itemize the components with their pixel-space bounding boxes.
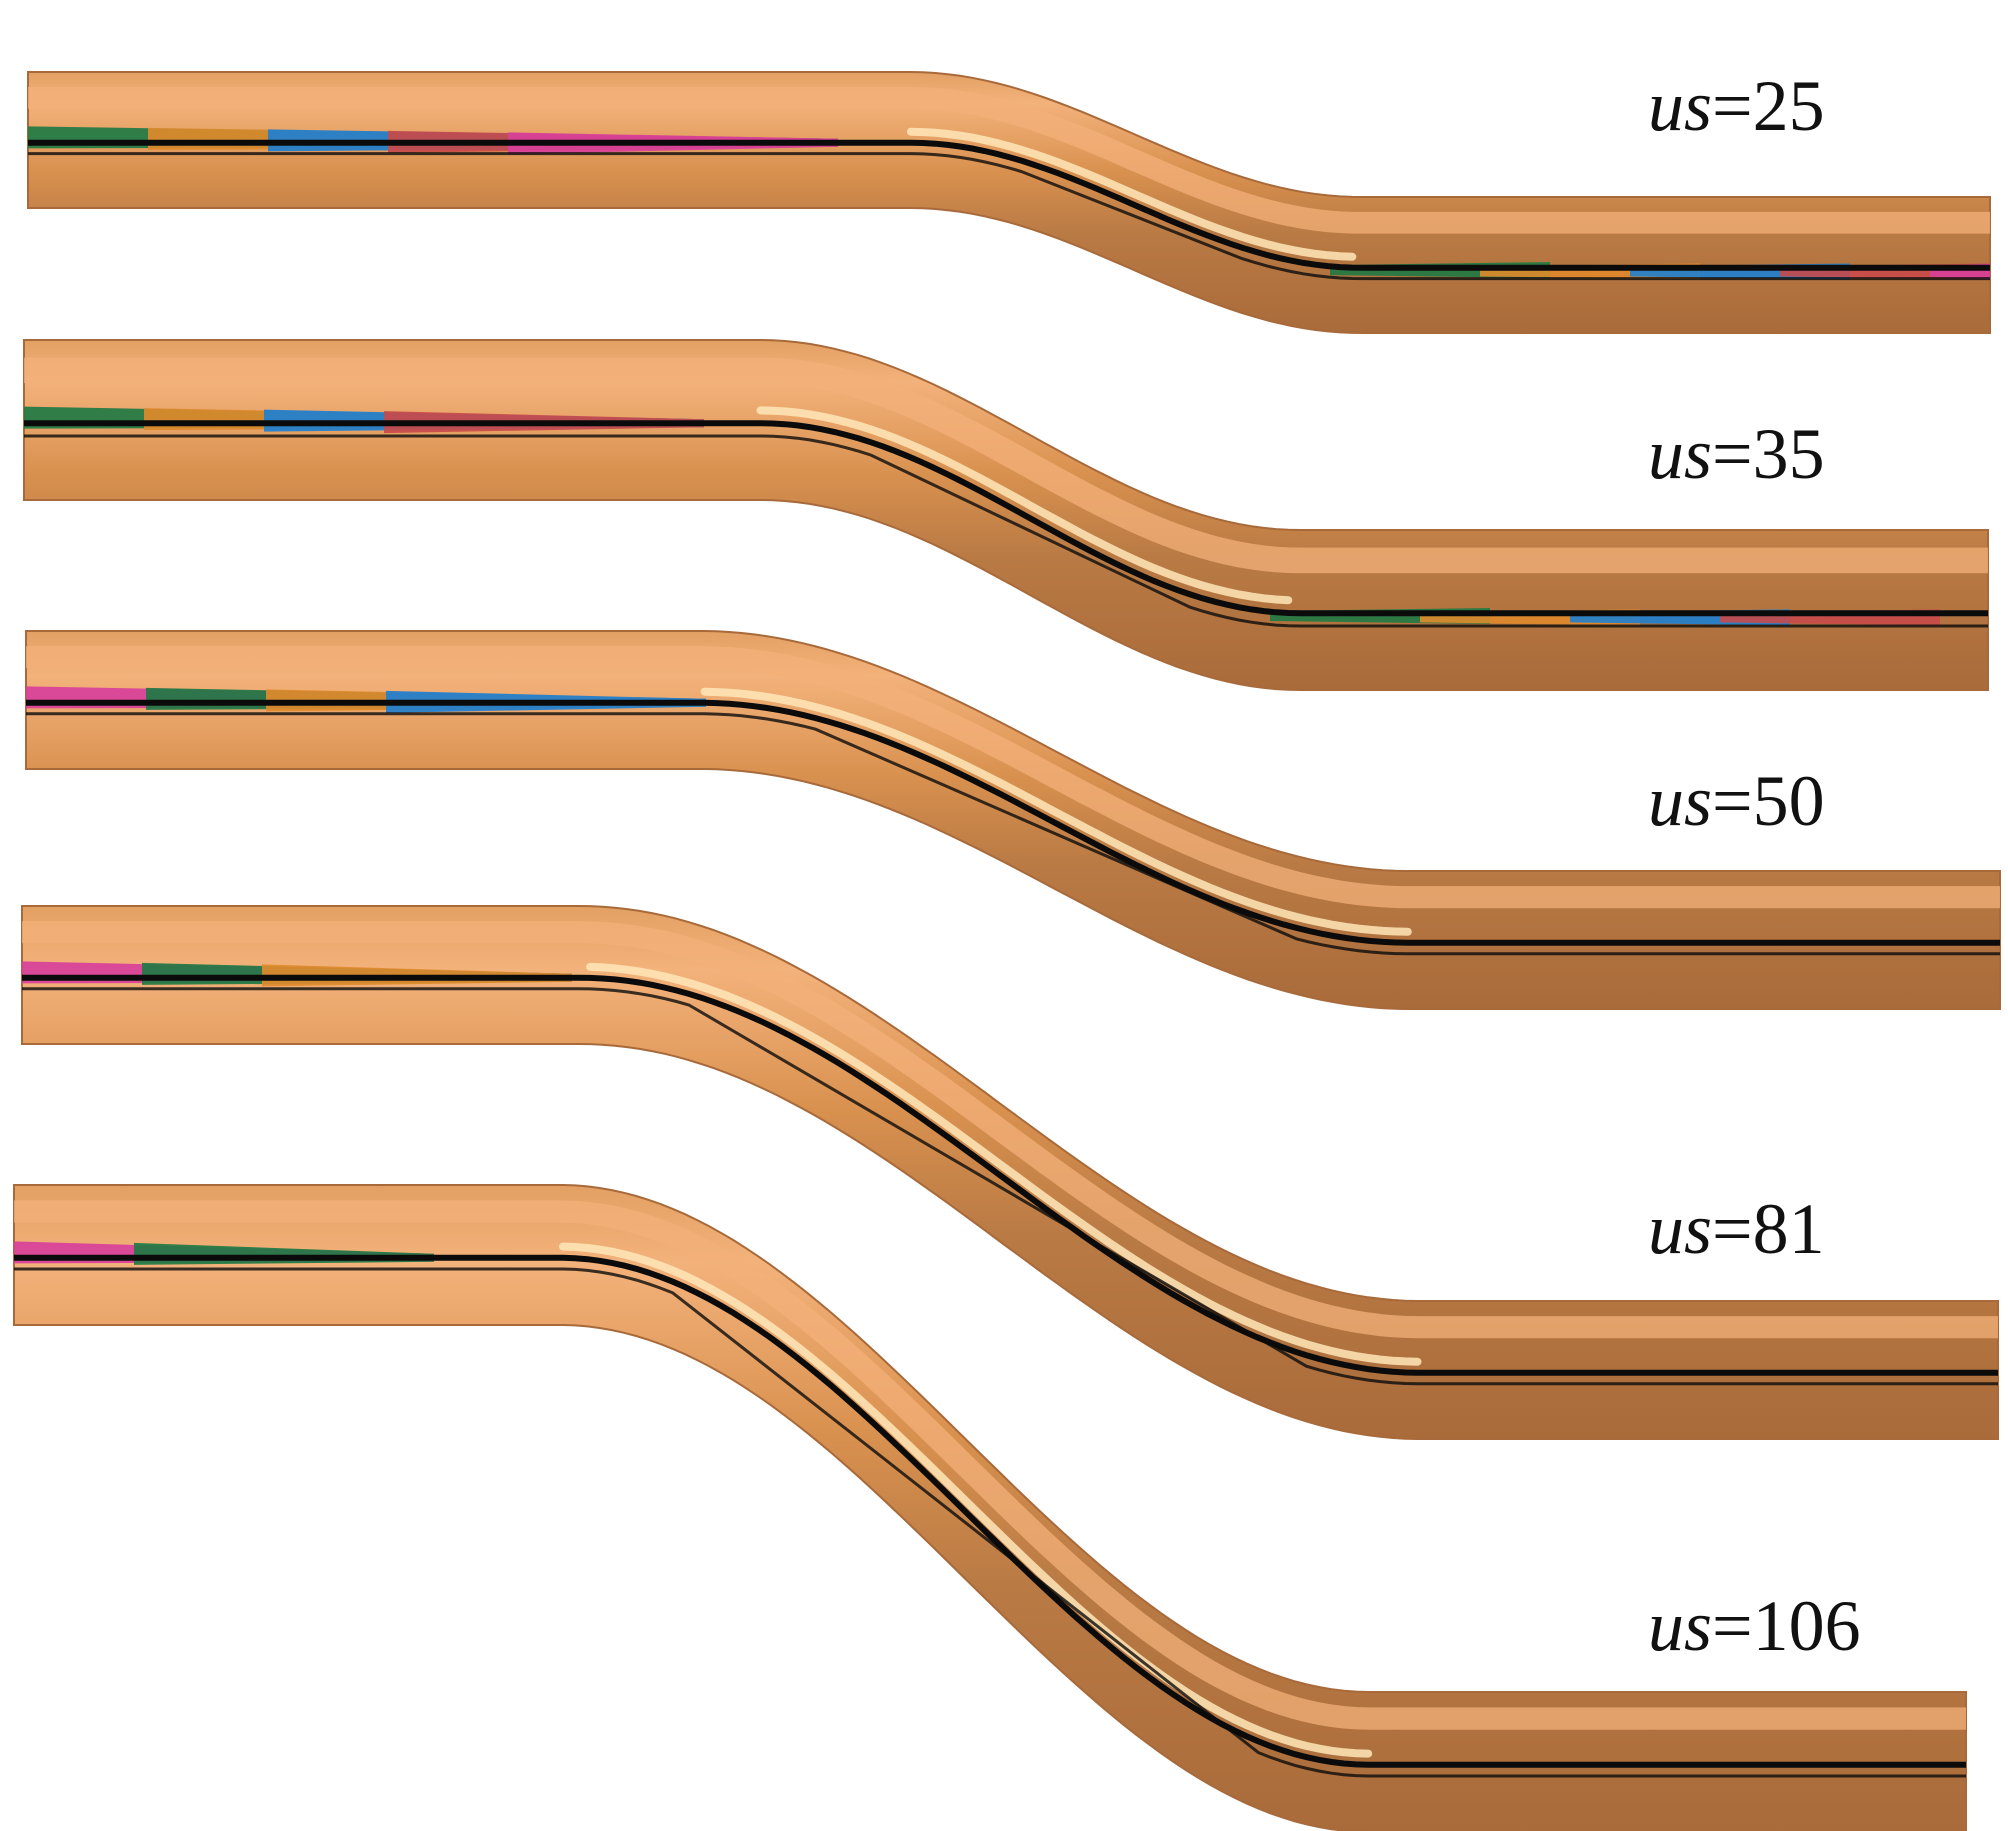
- us-label-value: 35: [1753, 414, 1825, 494]
- us-label: us=106: [1648, 1586, 1861, 1666]
- seam-line-lower: [22, 987, 1998, 1386]
- tube-sheen: [559, 1242, 1373, 1758]
- us-label: us=35: [1648, 414, 1825, 494]
- us-label-variable: us: [1648, 761, 1712, 841]
- tube-panel: us=81: [21, 905, 1999, 1440]
- tube-body: [13, 1184, 1967, 1831]
- us-label-equals: =: [1712, 761, 1753, 841]
- us-label: us=50: [1648, 761, 1825, 841]
- tube-highlight-band: [22, 921, 1998, 1339]
- tube-highlight-band: [24, 357, 1988, 574]
- us-label-variable: us: [1648, 1189, 1712, 1269]
- us-label-equals: =: [1712, 66, 1753, 146]
- tube-highlight-band: [26, 646, 2000, 909]
- seam-line: [26, 699, 2000, 946]
- seam-line-lower: [14, 1267, 1966, 1778]
- us-label-variable: us: [1648, 1586, 1712, 1666]
- us-label-equals: =: [1712, 1189, 1753, 1269]
- seam-line-lower: [26, 712, 2000, 956]
- us-label: us=81: [1648, 1189, 1825, 1269]
- seam-line: [22, 974, 1998, 1376]
- tube-highlight-band: [14, 1200, 1966, 1730]
- us-label-equals: =: [1712, 1586, 1753, 1666]
- tube-highlight-band: [28, 86, 1990, 234]
- us-label: us=25: [1648, 66, 1825, 146]
- tube-body: [25, 630, 2001, 1010]
- seam-line-lower: [28, 152, 1990, 281]
- seam-line: [28, 139, 1990, 271]
- tube-panel: us=25: [27, 66, 1991, 334]
- us-label-value: 106: [1753, 1586, 1861, 1666]
- seam-line-lower: [24, 434, 1988, 628]
- tube-sheen: [586, 962, 1422, 1366]
- us-label-variable: us: [1648, 66, 1712, 146]
- tube-panel: us=106: [13, 1184, 1967, 1831]
- us-label-value: 25: [1753, 66, 1825, 146]
- tube-panel: us=35: [23, 339, 1989, 691]
- seam-line: [14, 1254, 1966, 1768]
- tube-sheen: [906, 127, 1357, 261]
- us-label-value: 81: [1753, 1189, 1825, 1269]
- seam-line: [24, 420, 1988, 617]
- us-label-value: 50: [1753, 761, 1825, 841]
- us-label-variable: us: [1648, 414, 1712, 494]
- us-label-equals: =: [1712, 414, 1753, 494]
- tube-panel: us=50: [25, 630, 2001, 1010]
- tube-sheen: [756, 406, 1293, 605]
- tube-sheen: [700, 687, 1412, 936]
